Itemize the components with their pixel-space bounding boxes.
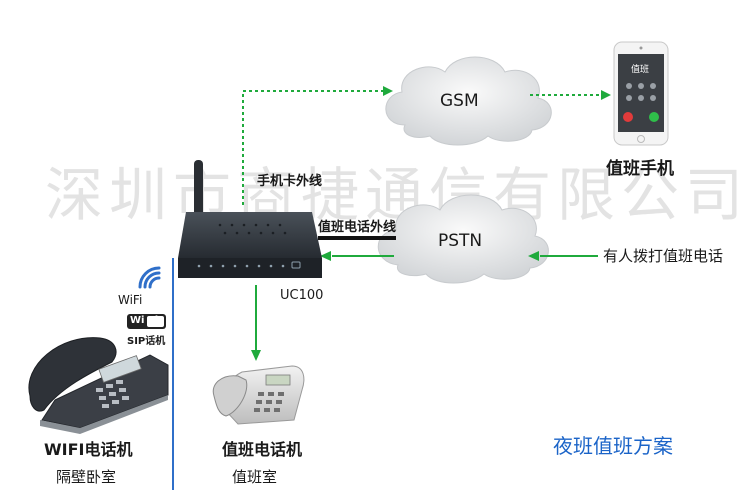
diagram-title: 夜班值班方案 [553, 434, 673, 458]
pstn-label: PSTN [438, 231, 483, 251]
caller-label: 有人拨打值班电话 [603, 247, 724, 265]
sim-line-label: 手机卡外线 [257, 174, 323, 189]
watermark-text: 深圳市商捷通信有限公司 [45, 161, 750, 229]
duty-line-label: 值班电话外线 [318, 220, 397, 235]
wifi-badge-text: Wi Fi [130, 315, 159, 326]
wifi-phone-room: 隔壁卧室 [56, 468, 117, 486]
arrowhead-to-mobile [601, 90, 611, 100]
desk-phone-label: 值班电话机 [222, 440, 303, 459]
wifi-desk-phone [28, 337, 169, 434]
pstn-cloud [377, 194, 549, 284]
link-sim-to-gsm [242, 90, 384, 205]
arrowhead-to-pstn [528, 251, 539, 261]
wifi-text-label: WiFi [118, 293, 143, 307]
wifi-signal-icon [138, 266, 161, 289]
duty-mobile-label: 值班手机 [606, 159, 674, 179]
sip-badge-text: SIP话机 [127, 336, 166, 347]
wifi-phone-label: WIFI电话机 [44, 440, 133, 459]
uc100-label: UC100 [280, 288, 324, 303]
arrowhead-to-gsm [383, 86, 393, 96]
gsm-label: GSM [440, 91, 479, 111]
uc100-router [178, 160, 322, 278]
duty-mobile-phone [613, 41, 669, 146]
arrowhead-to-desk-phone [251, 350, 261, 361]
duty-desk-phone [212, 365, 305, 425]
mobile-screen-text: 值班 [631, 65, 650, 75]
wifi-badge-icon [127, 314, 166, 329]
desk-phone-room: 值班室 [232, 468, 278, 486]
arrowhead-to-router [320, 251, 331, 261]
